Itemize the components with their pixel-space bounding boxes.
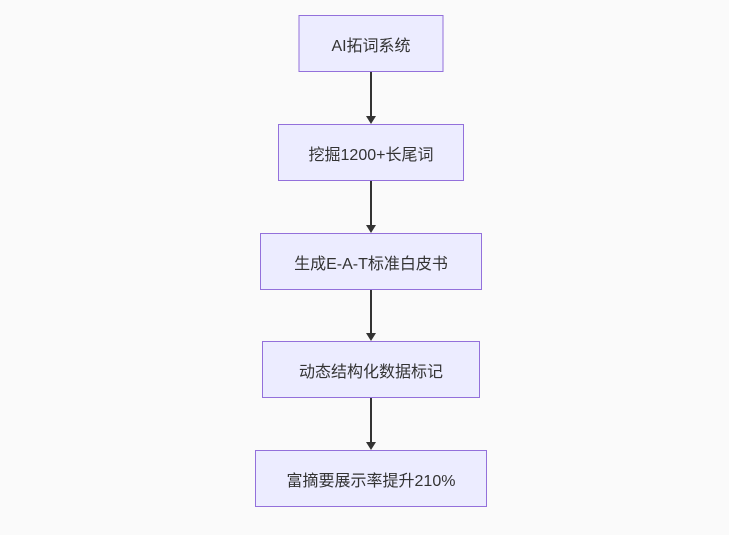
flow-node-label: 富摘要展示率提升210% [286,472,456,490]
flow-node-label: 动态结构化数据标记 [298,363,443,381]
flow-edge-3-4 [365,290,377,341]
flow-node-rich-snippet-uplift: 富摘要展示率提升210% [255,450,487,507]
flow-edge-4-5 [365,398,377,450]
flow-node-eat-whitepaper: 生成E-A-T标准白皮书 [260,233,482,290]
arrow-line [370,290,372,333]
flow-edge-2-3 [365,181,377,233]
arrowhead-down-icon [366,333,376,341]
arrow-line [370,398,372,442]
arrowhead-down-icon [366,442,376,450]
arrowhead-down-icon [366,116,376,124]
flow-node-ai-word-expansion: AI拓词系统 [298,15,444,72]
flow-node-label: 挖掘1200+长尾词 [308,146,434,164]
flow-node-structured-data-markup: 动态结构化数据标记 [262,341,480,398]
arrow-line [370,72,372,116]
flow-edge-1-2 [365,72,377,124]
flow-node-label: 生成E-A-T标准白皮书 [294,255,448,273]
flow-node-longtail-mining: 挖掘1200+长尾词 [278,124,464,181]
arrowhead-down-icon [366,225,376,233]
flow-node-label: AI拓词系统 [331,37,411,55]
arrow-line [370,181,372,225]
